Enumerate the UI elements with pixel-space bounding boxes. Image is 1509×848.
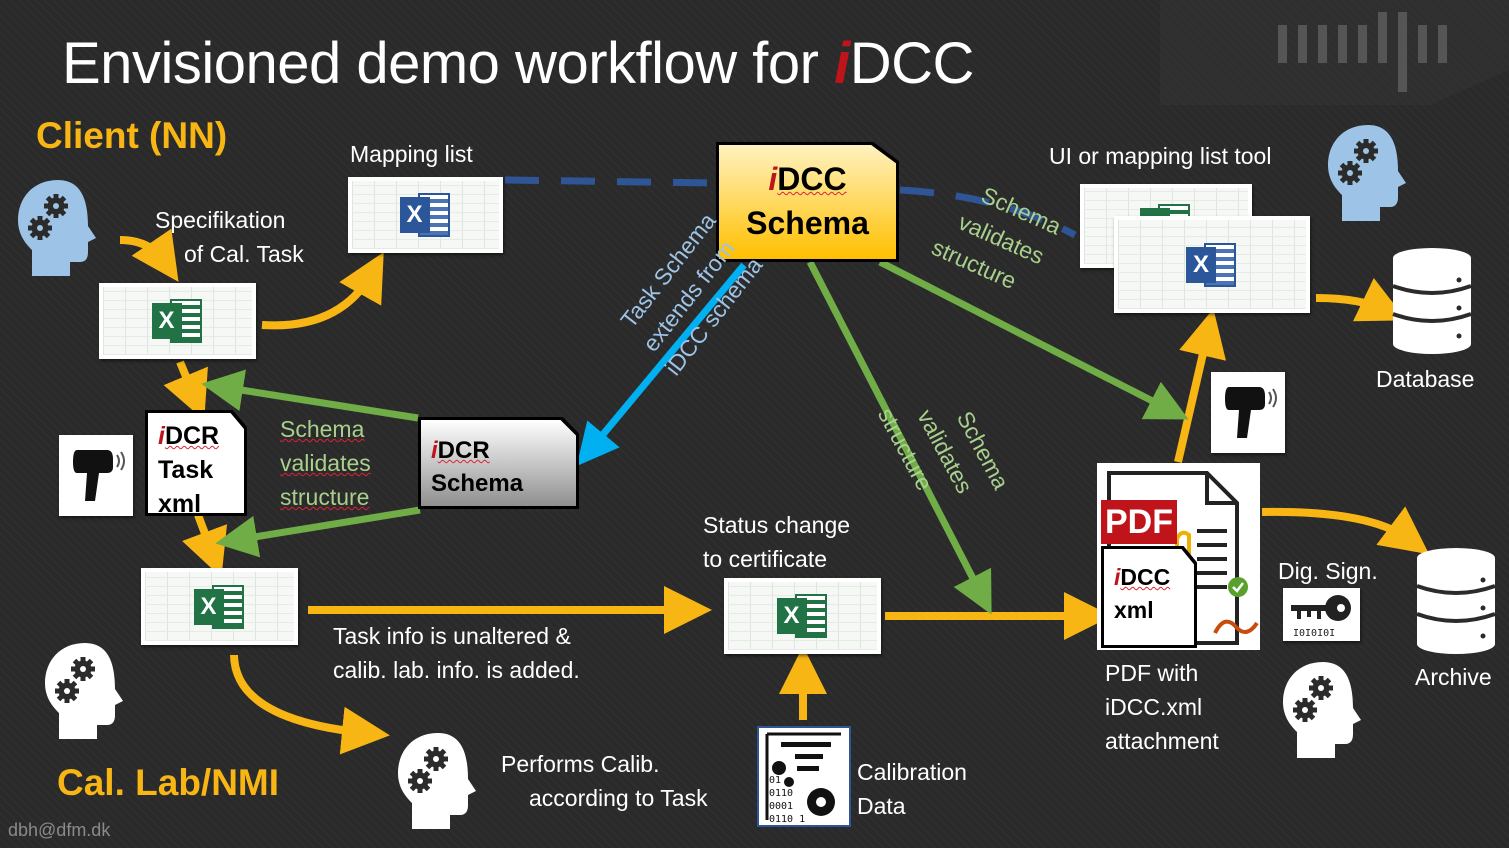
excel-icon: X	[151, 299, 204, 343]
dashed-link-right	[899, 186, 1077, 239]
stripes-logo	[1278, 12, 1447, 92]
idcc-schema-doc[interactable]: iDCC Schema	[716, 142, 899, 262]
idcr-schema-doc[interactable]: iDCR Schema	[418, 417, 579, 509]
excel-icon: X	[1186, 242, 1238, 287]
thermometer-icon-2	[1211, 372, 1285, 453]
arrow-idcc-to-ui-path	[878, 258, 1189, 420]
dig-sign-label: Dig. Sign.	[1278, 558, 1378, 584]
pdf-document[interactable]: PDF iDCC xml	[1097, 463, 1260, 650]
pdf-badge: PDF	[1101, 500, 1177, 544]
mapping-list-sheet[interactable]: X	[348, 177, 503, 253]
arrow-labxl-to-performs	[230, 654, 390, 755]
spec-sheet[interactable]: X	[99, 283, 256, 359]
spec-label: Specifikation of Cal. Task	[155, 207, 304, 267]
role-lab: Cal. Lab/NMI	[57, 762, 280, 803]
excel-icon: X	[193, 584, 246, 629]
calibration-data-icon[interactable]: 01 0110 0001 0110 1	[757, 726, 851, 827]
idcc-xml-doc[interactable]: iDCC xml	[1101, 546, 1197, 648]
arrow-idcc-to-idcr	[576, 262, 747, 467]
page-title: Envisioned demo workflow for iDCC	[62, 31, 974, 96]
arrow-ui-to-database	[1315, 277, 1407, 322]
arrow-spec-to-mapping	[261, 252, 384, 330]
arrow-head-to-spec	[119, 228, 179, 282]
arrow-schema-to-labxl	[215, 506, 421, 558]
dashed-link-left	[504, 176, 716, 187]
status-sheet[interactable]: X	[724, 578, 881, 654]
ui-tool-label: UI or mapping list tool	[1049, 143, 1272, 169]
performs-calib-label: Performs Calib. according to Task	[501, 751, 708, 811]
lab-sheet[interactable]: X	[141, 568, 298, 645]
binary-text: 01 0110 0001 0110 1	[769, 775, 806, 825]
arrow-spec-to-task	[163, 360, 208, 421]
header-shape	[1160, 0, 1509, 105]
pdf-attachment-label: PDF with iDCC.xml attachment	[1105, 660, 1219, 754]
svg-text:I0I0I0I: I0I0I0I	[1293, 628, 1335, 639]
arrow-idcc-to-pdf-path	[806, 260, 992, 615]
arrow-pdf-to-ui	[1174, 308, 1226, 463]
arrow-schema-to-task	[201, 369, 419, 422]
thermometer-icon	[59, 435, 133, 516]
status-change-label: Status change to certificate	[703, 512, 851, 572]
idcr-task-doc[interactable]: iDCR Task xml	[145, 410, 247, 516]
arrow-pdf-to-archive	[1261, 506, 1430, 555]
key-icon: I0I0I0I	[1283, 588, 1360, 641]
role-client: Client (NN)	[36, 115, 228, 156]
archive-label: Archive	[1415, 664, 1492, 690]
task-info-label: Task info is unaltered & calib. lab. inf…	[333, 623, 580, 683]
mapping-list-label: Mapping list	[350, 141, 473, 167]
database-label: Database	[1376, 366, 1475, 392]
excel-icon: X	[399, 193, 452, 237]
ui-sheet-front[interactable]: X	[1114, 216, 1310, 313]
calibration-data-label: Calibration Data	[857, 759, 967, 819]
schema-validates-left: Schema validates structure	[280, 416, 371, 510]
arrow-task-to-labxl	[182, 513, 228, 578]
footer-email: dbh@dfm.dk	[8, 820, 111, 840]
excel-icon: X	[776, 594, 829, 638]
